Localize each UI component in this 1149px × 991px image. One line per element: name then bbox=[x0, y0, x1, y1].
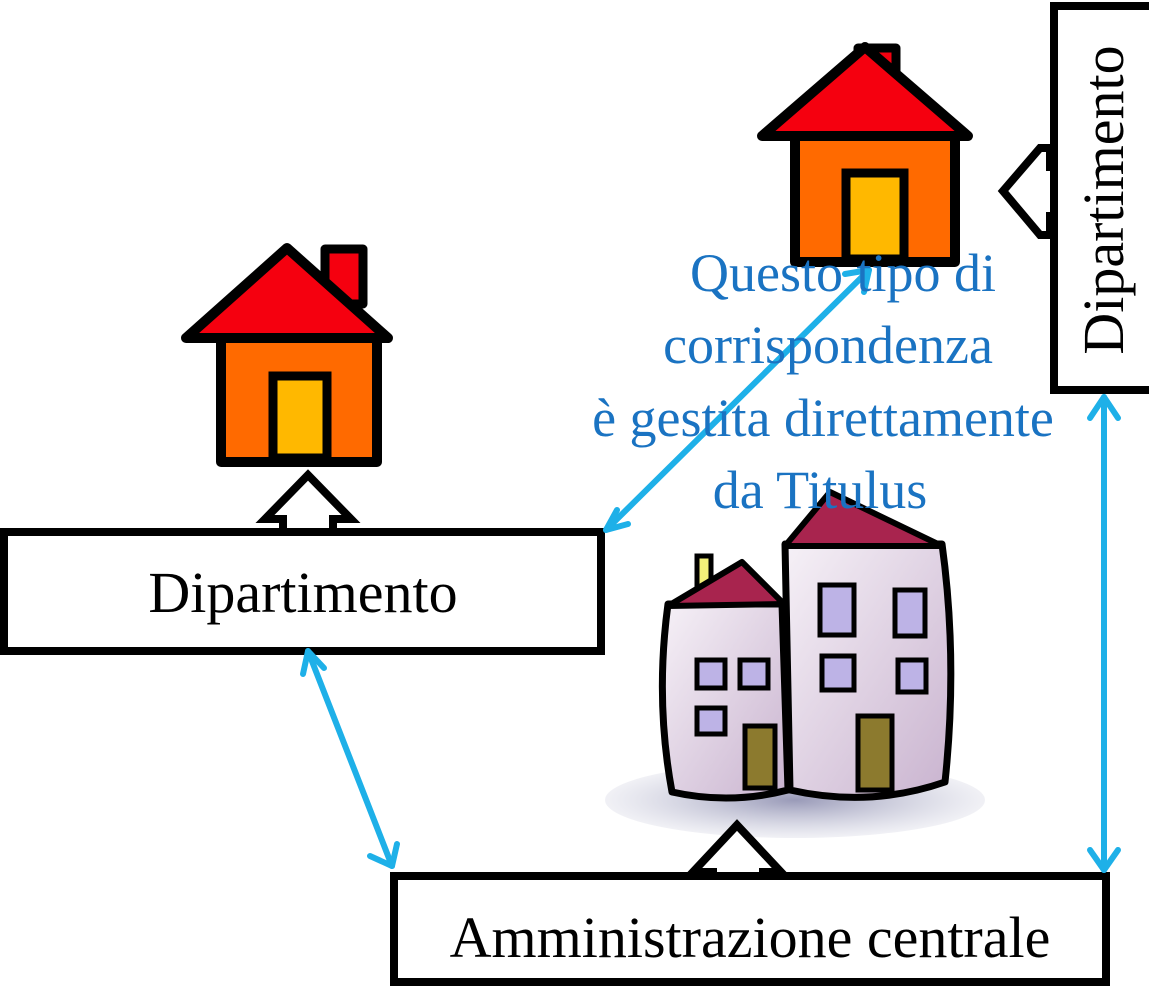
box-right-department bbox=[1050, 2, 1149, 394]
building-icon bbox=[605, 489, 985, 838]
house-icon-left bbox=[181, 243, 393, 467]
arrow-left-dept-to-central bbox=[300, 648, 400, 869]
note-line-2: corrispondenza bbox=[663, 315, 993, 375]
note-line-3: è gestita direttamente bbox=[592, 388, 1054, 448]
box-left-department bbox=[0, 528, 605, 655]
note-line-1: Questo tipo di bbox=[690, 243, 996, 303]
arrow-left-dept-to-right-house bbox=[603, 267, 872, 533]
hollow-arrow-left-right-house bbox=[997, 144, 1060, 239]
house-icon-right bbox=[757, 42, 973, 267]
central-administration-label: Amministrazione centrale bbox=[450, 905, 1051, 970]
left-department-label: Dipartimento bbox=[148, 560, 457, 625]
box-central-administration bbox=[390, 872, 1110, 986]
right-department-label: Dipartimento bbox=[1071, 45, 1136, 354]
titulus-note: Questo tipo di corrispondenza è gestita … bbox=[592, 243, 1054, 520]
note-line-4: da Titulus bbox=[713, 460, 928, 520]
arrow-right-dept-to-central bbox=[1087, 394, 1121, 873]
